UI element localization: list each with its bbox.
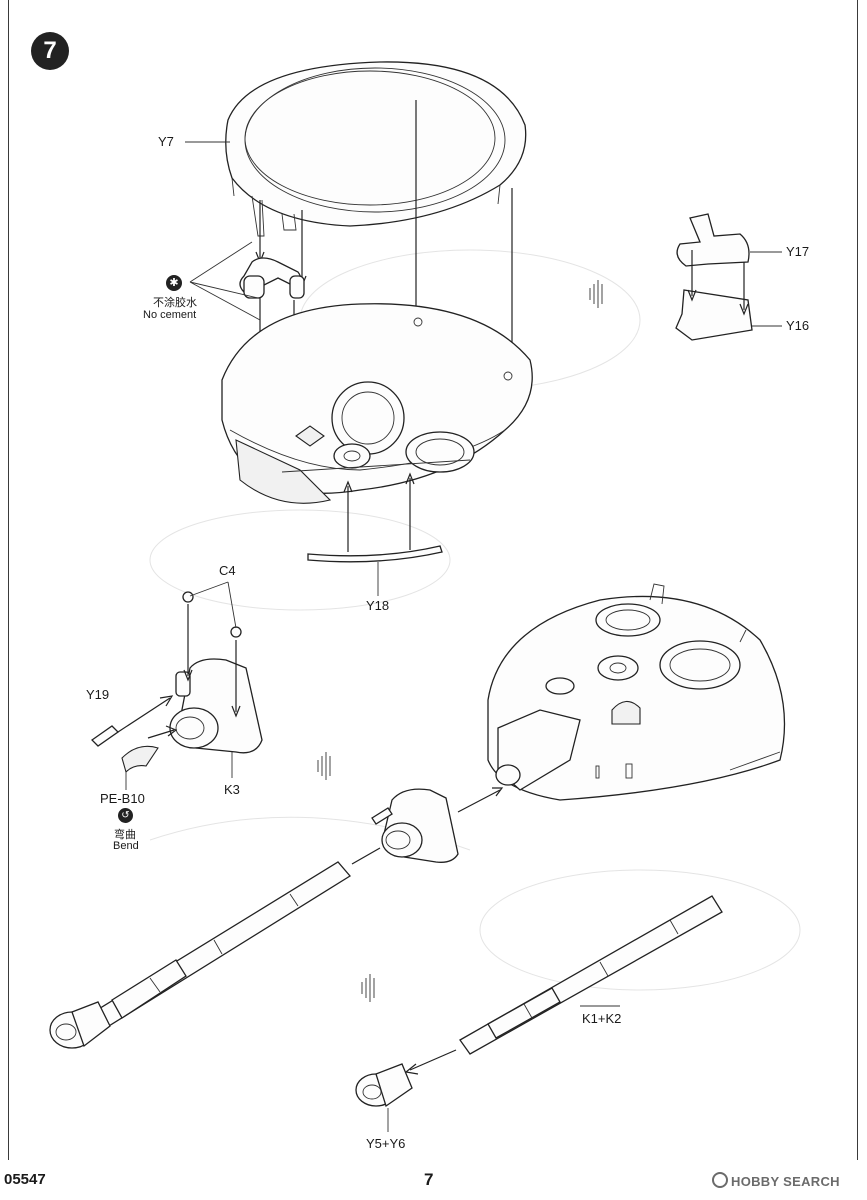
part-y18-strip <box>307 472 443 596</box>
part-turret-upper <box>487 583 786 801</box>
label-c4: C4 <box>219 563 236 578</box>
label-bend-cn: 弯曲 <box>114 829 136 841</box>
label-y16: Y16 <box>786 318 810 333</box>
left-border <box>8 0 9 1160</box>
label-no-cement-en: No cement <box>143 309 197 321</box>
label-y19: Y19 <box>86 687 110 702</box>
right-border <box>857 0 858 1160</box>
no-cement-icon: ✱ <box>166 275 182 291</box>
part-y17-y16 <box>675 213 782 341</box>
label-y17: Y17 <box>786 244 810 259</box>
label-k3: K3 <box>224 782 240 797</box>
label-bend-en: Bend <box>113 840 139 852</box>
label-k1-k2: K1+K2 <box>582 1011 622 1026</box>
step-number-badge: 7 <box>31 32 69 70</box>
pipe-parts <box>239 257 305 299</box>
part-mantlet-center <box>371 787 504 863</box>
part-barrel-right <box>355 895 723 1132</box>
watermark: HOBBY SEARCH <box>712 1172 840 1189</box>
label-no-cement-cn: 不涂胶水 <box>153 297 197 309</box>
label-pe-b10: PE-B10 <box>100 791 145 806</box>
watermark-text: HOBBY SEARCH <box>731 1174 840 1189</box>
hatch-marks <box>317 280 603 1002</box>
bend-icon: ↺ <box>118 808 133 823</box>
part-turret-lower <box>221 303 533 504</box>
part-k3-group <box>90 581 263 790</box>
label-y7: Y7 <box>158 134 174 149</box>
part-y7-ring <box>225 61 527 237</box>
hobby-search-logo-icon <box>712 1172 728 1188</box>
part-barrel-left <box>49 847 381 1049</box>
label-y18: Y18 <box>366 598 390 613</box>
label-y5-y6: Y5+Y6 <box>366 1136 406 1151</box>
no-cement-leaders <box>189 241 261 321</box>
product-code: 05547 <box>4 1171 46 1188</box>
page-number: 7 <box>424 1170 434 1189</box>
